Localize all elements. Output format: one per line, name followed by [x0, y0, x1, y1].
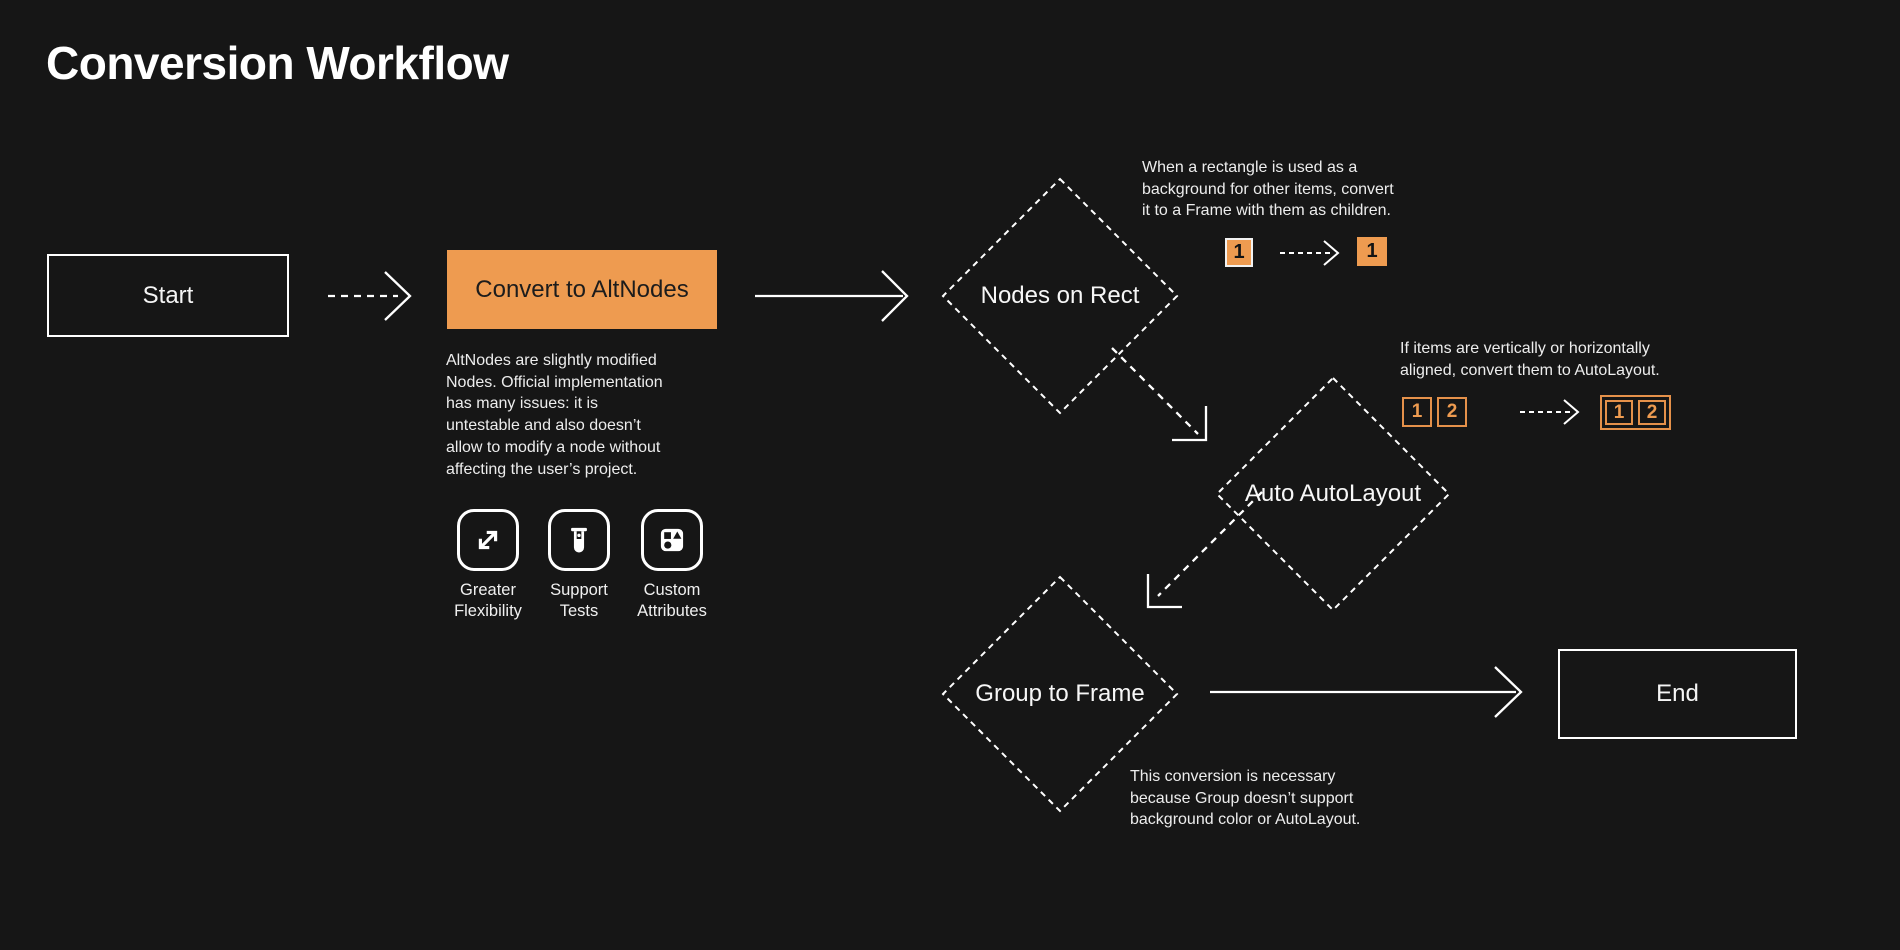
- arrow-grouptoframe-to-end: [1210, 666, 1523, 718]
- test-tube-icon: [548, 509, 610, 571]
- annotation-line: If items are vertically or horizontally: [1400, 340, 1650, 357]
- benefit-custom-attributes: Custom Attributes: [610, 509, 734, 622]
- mini-autolayout-container: 1 2: [1600, 395, 1671, 430]
- benefit-label: Custom Attributes: [637, 581, 707, 620]
- page-title: Conversion Workflow: [46, 37, 509, 89]
- note-line: allow to modify a node without: [446, 438, 661, 456]
- shapes-icon: [641, 509, 703, 571]
- annotation-line: background color or AutoLayout.: [1130, 811, 1361, 829]
- convert-to-altnodes-label: Convert to AltNodes: [475, 275, 689, 303]
- note-line: affecting the user’s project.: [446, 460, 638, 478]
- mini-align-before-2: 2: [1437, 397, 1467, 427]
- annotation-line: When a rectangle is used as a: [1142, 159, 1358, 176]
- note-line: untestable and also doesn’t: [446, 417, 641, 435]
- mini-rect-after: 1: [1357, 237, 1387, 266]
- mini-rect-before: 1: [1225, 238, 1253, 267]
- arrow-nodesonrect-to-autolayout: [1111, 347, 1208, 442]
- start-label: Start: [142, 281, 194, 309]
- note-line: AltNodes are slightly modified: [446, 352, 657, 369]
- auto-autolayout-label: Auto AutoLayout: [1244, 480, 1422, 507]
- benefit-support-tests: Support Tests: [517, 509, 641, 622]
- flow-node-end: End: [1558, 649, 1797, 739]
- note-line: Nodes. Official implementation: [446, 373, 663, 391]
- end-label: End: [1656, 680, 1699, 707]
- arrow-convert-to-nodesonrect: [755, 270, 909, 322]
- annotation-line: it to a Frame with them as children.: [1142, 202, 1391, 220]
- annotation-auto-autolayout: If items are vertically or horizontally …: [1400, 338, 1660, 381]
- altnodes-description: AltNodes are slightly modified Nodes. Of…: [446, 350, 663, 480]
- mini-align-after-2: 2: [1638, 400, 1666, 425]
- flow-node-convert-to-altnodes: Convert to AltNodes: [447, 250, 717, 329]
- arrow-start-to-convert: [328, 271, 412, 321]
- nodes-on-rect-label: Nodes on Rect: [980, 282, 1140, 309]
- annotation-line: This conversion is necessary: [1130, 768, 1336, 785]
- arrow-rect-example: [1280, 240, 1340, 266]
- expand-arrows-icon: [457, 509, 519, 571]
- benefit-label: Greater Flexibility: [454, 581, 522, 620]
- mini-align-after-1: 1: [1605, 400, 1633, 425]
- mini-align-before-1: 1: [1402, 397, 1432, 427]
- annotation-line: background for other items, convert: [1142, 180, 1394, 198]
- benefit-greater-flexibility: Greater Flexibility: [426, 509, 550, 622]
- annotation-line: because Group doesn’t support: [1130, 789, 1354, 807]
- annotation-line: aligned, convert them to AutoLayout.: [1400, 361, 1660, 379]
- flow-node-start: Start: [47, 254, 289, 337]
- benefit-label: Support Tests: [550, 581, 608, 620]
- group-to-frame-label: Group to Frame: [975, 680, 1145, 707]
- annotation-nodes-on-rect: When a rectangle is used as a background…: [1142, 157, 1394, 222]
- arrow-align-example: [1520, 399, 1580, 425]
- note-line: has many issues: it is: [446, 395, 599, 413]
- arrow-autolayout-to-grouptoframe: [1146, 491, 1263, 609]
- annotation-group-to-frame: This conversion is necessary because Gro…: [1130, 766, 1360, 831]
